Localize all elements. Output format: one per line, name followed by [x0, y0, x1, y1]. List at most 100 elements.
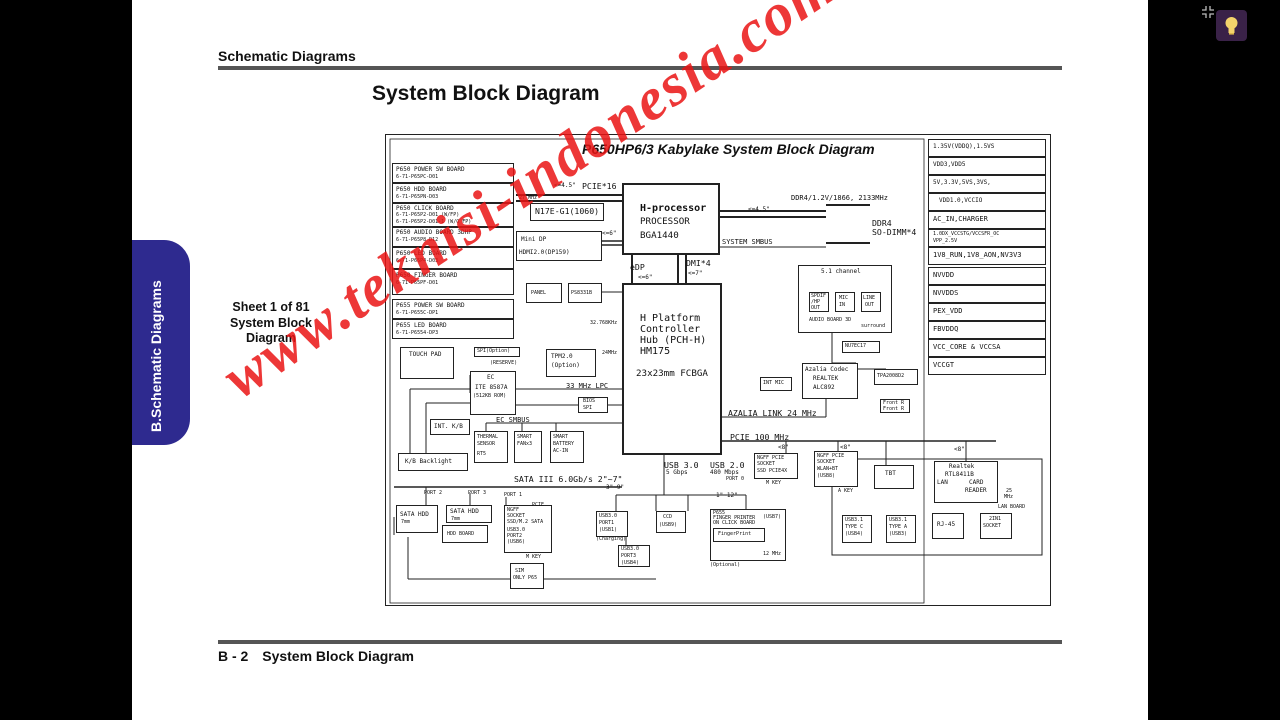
section-header: Schematic Diagrams	[218, 48, 356, 64]
link-label: SYSTEM SMBUS	[722, 238, 773, 246]
video-output-group: Mini DP HDMI2.0(DP159)	[516, 231, 602, 261]
chapter-side-tab	[132, 240, 190, 445]
sim-socket: SIM ONLY P65	[510, 563, 544, 589]
sata-hdd-block: SATA HDD 7mm	[446, 505, 492, 523]
link-length: <8"	[840, 444, 851, 451]
power-rail: NVVDDS	[928, 285, 1046, 303]
internal-mic: INT MIC	[760, 377, 792, 391]
nu7ec17-chip: NU7EC17	[842, 341, 880, 353]
link-speed: 5 Gbps	[666, 469, 688, 476]
power-rail: 5V,3.3V,5VS,3VS,	[928, 175, 1046, 193]
board-item: P650 LED BOARD 6-71-P65P4-D03	[392, 247, 514, 269]
link-label: EC SMBUS	[496, 416, 530, 424]
lan-board-label: LAN BOARD	[998, 504, 1026, 510]
xtal-label: 32.768KHz	[590, 320, 618, 326]
lan-xtal: 25	[1006, 488, 1013, 494]
smart-battery-block: SMART BATTERY AC-IN	[550, 431, 584, 463]
link-label: USB 3.0	[664, 460, 699, 470]
board-item: P650 AUDIO BOARD 3DHP 6-71-P65P8-D12	[392, 227, 514, 247]
sata-hdd-block: SATA HDD 7mm	[396, 505, 438, 533]
power-rail: VCCGT	[928, 357, 1046, 375]
azalia-codec: Azalia Codec REALTEK ALC892	[802, 363, 858, 399]
rj45-port: RJ-45	[932, 513, 964, 539]
ec-block: EC ITE 8587A (512KB ROM)	[470, 371, 516, 415]
sheet-info: Sheet 1 of 81 System Block Diagram	[230, 300, 312, 347]
key-label: M KEY	[766, 480, 782, 486]
gpu-chip: N17E-G1(1060)	[530, 203, 604, 221]
power-rail: NVVDD	[928, 267, 1046, 285]
optional-note: (Optional)	[710, 562, 741, 568]
audio-board: 5.1 channel SPDIF /HP OUT MIC IN LINE OU…	[798, 265, 892, 333]
cpu-block: H-processor PROCESSOR BGA1440	[622, 183, 720, 255]
board-item: P650 CLICK BOARD 6-71-P65P2-D01 (W/FP) 6…	[392, 203, 514, 227]
charging-note: (Charging)	[596, 536, 627, 542]
bus-label: PCIE	[532, 502, 545, 508]
power-rail: 1.35V(VDDQ),1.5VS	[928, 139, 1046, 157]
spdif-jack: SPDIF /HP OUT	[809, 292, 829, 312]
fingerprint-board: P655 FINGER PRINTER ON CLICK BOARD (USB7…	[710, 509, 786, 561]
link-length: <=4.5"	[748, 206, 770, 213]
thermal-sensor-block: THERMAL SENSOR RT5	[474, 431, 508, 463]
footer-page-number: B - 2	[218, 648, 249, 664]
usb31-type-c: USB3.1 TYPE C (USB4)	[842, 515, 872, 543]
link-label: USB 2.0	[710, 460, 745, 470]
power-rail: AC_IN,CHARGER	[928, 211, 1046, 229]
speaker-amp: TPA2008D2	[874, 369, 918, 385]
line-out-jack: LINE OUT	[861, 292, 881, 312]
spi-option-block: SPI(Option)	[474, 347, 520, 357]
board-item: P650 POWER SW BOARD 6-71-P65PC-D01	[392, 163, 514, 183]
ddr-slots: SO-DIMM*4	[872, 227, 917, 237]
board-item: P650 FINGER BOARD 6-71-P65PF-D01	[392, 269, 514, 295]
link-label: DMI*4	[686, 258, 711, 268]
lan-card-reader-chip: Realtek RTL8411B LAN CARD READER	[934, 461, 998, 503]
mic-in-jack: MIC IN	[835, 292, 855, 312]
page-title: System Block Diagram	[372, 82, 600, 105]
pch-block: H Platform Controller Hub (PCH-H) HM175 …	[622, 283, 722, 455]
sheet-number: Sheet 1 of 81	[232, 300, 310, 314]
panel-block: PANEL	[526, 283, 562, 303]
chapter-side-tab-label: B.Schematic Diagrams	[148, 280, 164, 432]
port-label: PORT 0	[726, 476, 745, 482]
lightbulb-button[interactable]	[1216, 10, 1247, 41]
system-block-diagram: P650HP6/3 Kabylake System Block Diagram …	[385, 134, 1051, 606]
link-label: PCIE*16	[582, 181, 617, 191]
lightbulb-icon	[1225, 17, 1238, 35]
wlan-bt-socket: NGFF PCIE SOCKET WLAN+BT (USB8)	[814, 451, 858, 487]
ddr-type: DDR4	[872, 218, 892, 228]
usb31-type-a: USB3.1 TYPE A (USB3)	[886, 515, 916, 543]
link-length: <=7"	[688, 270, 703, 277]
sheet-name-line2: Diagram	[245, 331, 296, 345]
link-speed: 480 Mbps	[710, 469, 739, 476]
document-page: Schematic Diagrams System Block Diagram …	[132, 0, 1148, 720]
xtal-label: 24MHz	[602, 350, 618, 356]
ssd-pcie-socket: NGFF PCIE SOCKET SSD PCIE4X	[754, 453, 798, 479]
power-rail: FBVDDQ	[928, 321, 1046, 339]
link-length: 1"~12"	[716, 492, 738, 499]
board-item: P655 POWER SW BOARD 6-71-P655C-DP1	[392, 299, 514, 319]
power-rail: VDD3,VDD5	[928, 157, 1046, 175]
fullscreen-exit-icon[interactable]	[1200, 4, 1216, 20]
diagram-title: P650HP6/3 Kabylake System Block Diagram	[582, 141, 875, 157]
power-rail: PEX_VDD	[928, 303, 1046, 321]
link-label: 33 MHz LPC	[566, 382, 609, 390]
link-length: <=6"	[638, 274, 653, 281]
card-reader-socket: 2IN1 SOCKET	[980, 513, 1012, 539]
power-rail: 1V8_RUN,1V8_AON,NV3V3	[928, 247, 1046, 265]
ccd-camera-block: CCD (USB9)	[656, 511, 686, 533]
link-label: AZALIA LINK 24 MHz	[728, 408, 817, 418]
link-label: eDP	[630, 262, 645, 272]
footer-label: System Block Diagram	[262, 648, 414, 664]
gpu-clock: 27 MHz	[519, 195, 538, 201]
board-item: P650 HDD BOARD 6-71-P65PN-D03	[392, 183, 514, 203]
keyboard-backlight-block: K/B Backlight	[398, 453, 468, 471]
link-length: <=4.5"	[554, 182, 576, 189]
link-label: PCIE 100 MHz	[730, 432, 790, 442]
link-length: <=6"	[602, 230, 617, 237]
smart-fan-block: SMART FANx3	[514, 431, 542, 463]
header-rule	[218, 66, 1062, 70]
key-label: M KEY	[526, 554, 542, 560]
reserve-note: (RESERVE)	[490, 360, 518, 366]
ddr-spec: DDR4/1.2V/1866, 2133MHz	[791, 194, 888, 202]
link-label: SATA III 6.0Gb/s 2"~7"	[514, 474, 623, 484]
ps8331-block: PS8331B	[568, 283, 602, 303]
